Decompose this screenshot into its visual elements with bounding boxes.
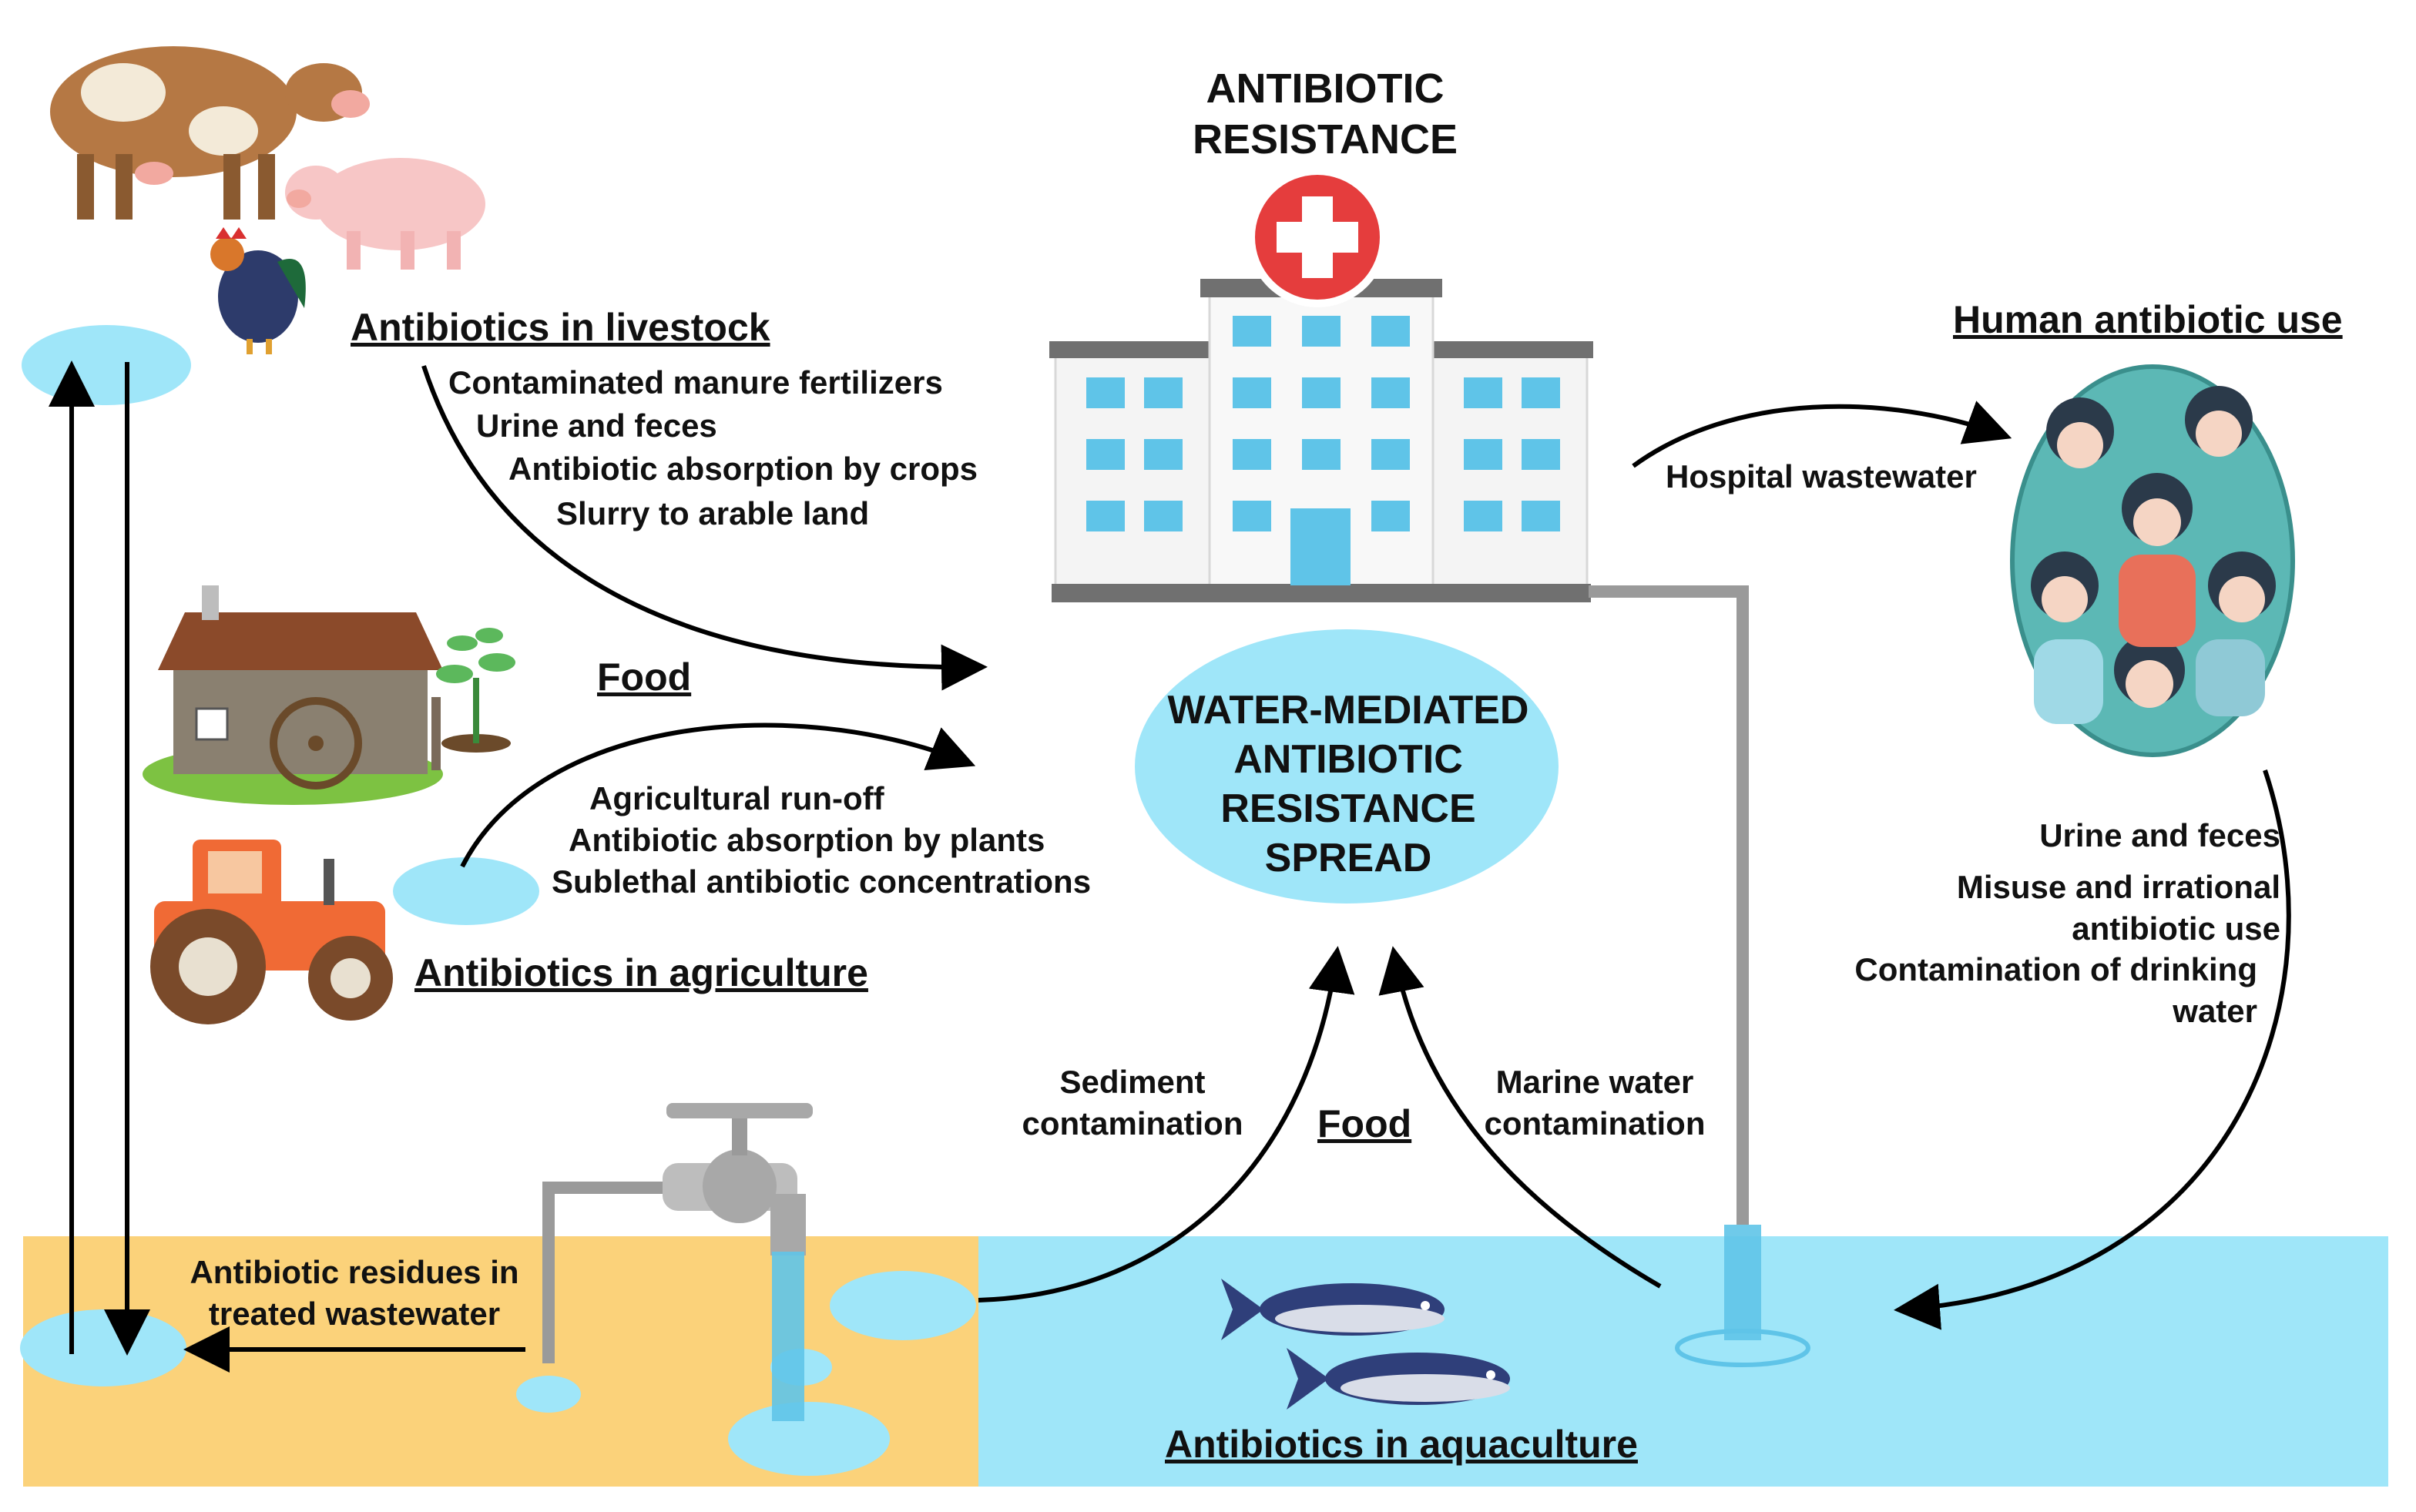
arrow-livestock — [421, 365, 988, 691]
title-line-1: ANTIBIOTIC — [1206, 65, 1445, 112]
residues-line-2: treated wastewater — [208, 1296, 501, 1332]
livestock-item-3: Antibiotic absorption by crops — [508, 451, 978, 487]
tractor-icon — [150, 840, 393, 1024]
human-items: Urine and feces — [1795, 815, 2280, 857]
marine-label: Marine water contamination — [1464, 1061, 1726, 1145]
sediment-line-2: contamination — [1022, 1105, 1243, 1142]
human-heading: Human antibiotic use — [1953, 298, 2343, 341]
aquaculture-heading: Antibiotics in aquaculture — [1165, 1423, 1638, 1466]
agriculture-heading: Antibiotics in agriculture — [414, 951, 868, 994]
people-icon — [2010, 364, 2295, 757]
residues-line-1: Antibiotic residues in — [190, 1254, 519, 1290]
livestock-heading: Antibiotics in livestock — [351, 306, 770, 349]
food-label-bottom: Food — [1317, 1102, 1412, 1145]
agriculture-item-2: Antibiotic absorption by plants — [569, 822, 1045, 858]
marine-line-1: Marine water — [1495, 1064, 1694, 1100]
human-item-4: Contamination of drinking — [1854, 951, 2257, 987]
center-line-3: RESISTANCE — [1220, 786, 1476, 831]
human-item-5: water — [2173, 993, 2257, 1029]
human-item-3: antibiotic use — [2072, 910, 2280, 947]
sediment-line-1: Sediment — [1059, 1064, 1206, 1100]
fish-icon-2 — [1287, 1348, 1510, 1410]
center-line-1: WATER-MEDIATED — [1167, 688, 1529, 733]
water-band — [978, 1236, 2388, 1487]
puddle-agri — [393, 857, 539, 925]
agriculture-item-3: Sublethal antibiotic concentrations — [552, 863, 1092, 900]
farmhouse-icon — [143, 585, 443, 805]
human-drinking: Contamination of drinking water — [1772, 949, 2257, 1032]
hospital-icon — [1049, 167, 1593, 602]
sediment-label: Sediment contamination — [1002, 1061, 1263, 1145]
food-label-top: Food — [597, 655, 692, 699]
cow-icon — [50, 46, 370, 220]
residues-label: Antibiotic residues in treated wastewate… — [169, 1252, 539, 1335]
arrow-sediment — [978, 946, 1355, 1302]
plant-icon — [436, 628, 515, 753]
puddle-topleft — [22, 325, 191, 405]
marine-line-2: contamination — [1484, 1105, 1706, 1142]
center-line-4: SPREAD — [1264, 836, 1432, 880]
livestock-item-4: Slurry to arable land — [556, 495, 870, 531]
pig-icon — [285, 158, 485, 270]
human-item-1: Urine and feces — [2039, 817, 2280, 853]
center-ellipse — [1135, 629, 1559, 904]
hospital-pipe — [1589, 585, 1749, 1225]
arrow-hospital-to-people — [1632, 401, 2012, 468]
puddle-sand-right — [830, 1271, 976, 1340]
center-label: WATER-MEDIATED ANTIBIOTIC RESISTANCE SPR… — [1140, 686, 1556, 883]
tap-icon — [542, 1103, 813, 1421]
puddle-small — [516, 1376, 581, 1413]
title: ANTIBIOTIC RESISTANCE — [1171, 63, 1479, 165]
center-line-2: ANTIBIOTIC — [1233, 737, 1463, 782]
pipe-water-stream — [1675, 1225, 1810, 1367]
livestock-item-2: Urine and feces — [476, 407, 717, 444]
title-line-2: RESISTANCE — [1192, 116, 1458, 163]
hospital-wastewater-label: Hospital wastewater — [1666, 458, 1977, 495]
human-item-2: Misuse and irrational — [1956, 869, 2280, 905]
puddle-tap — [728, 1402, 890, 1476]
fish-icon — [1221, 1279, 1445, 1340]
arrow-agriculture — [460, 722, 976, 868]
rooster-icon — [210, 227, 306, 354]
human-misuse: Misuse and irrational antibiotic use — [1795, 867, 2280, 950]
puddle-bottomleft — [20, 1309, 186, 1386]
arrow-people-to-water — [1894, 769, 2291, 1330]
arrows — [49, 360, 2291, 1373]
livestock-item-1: Contaminated manure fertilizers — [448, 364, 943, 401]
arrow-marine — [1378, 946, 1662, 1289]
agriculture-item-1: Agricultural run-off — [589, 780, 884, 816]
